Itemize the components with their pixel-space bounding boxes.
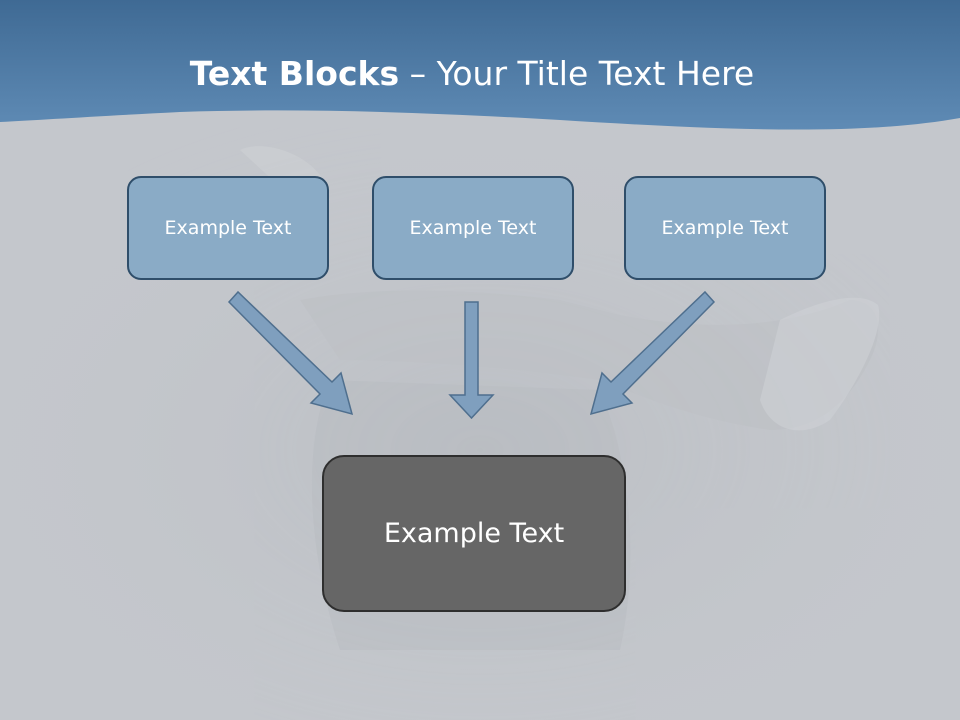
title-dash: – bbox=[409, 54, 427, 93]
arrow-right-down-left bbox=[589, 290, 716, 416]
result-block-label: Example Text bbox=[383, 518, 565, 549]
arrow-center-down bbox=[448, 301, 495, 420]
result-block: Example Text bbox=[322, 455, 626, 612]
slide-title: Text Blocks – Your Title Text Here bbox=[0, 52, 944, 96]
arrow-left-down-right bbox=[227, 290, 354, 416]
title-bold: Text Blocks bbox=[189, 54, 400, 93]
text-block-3-label: Example Text bbox=[661, 217, 789, 239]
text-block-2-label: Example Text bbox=[409, 217, 537, 239]
text-block-1-label: Example Text bbox=[164, 217, 292, 239]
text-block-3: Example Text bbox=[624, 176, 826, 280]
header-band bbox=[0, 0, 960, 130]
text-block-2: Example Text bbox=[372, 176, 574, 280]
text-block-1: Example Text bbox=[127, 176, 329, 280]
title-rest: Your Title Text Here bbox=[436, 54, 755, 93]
